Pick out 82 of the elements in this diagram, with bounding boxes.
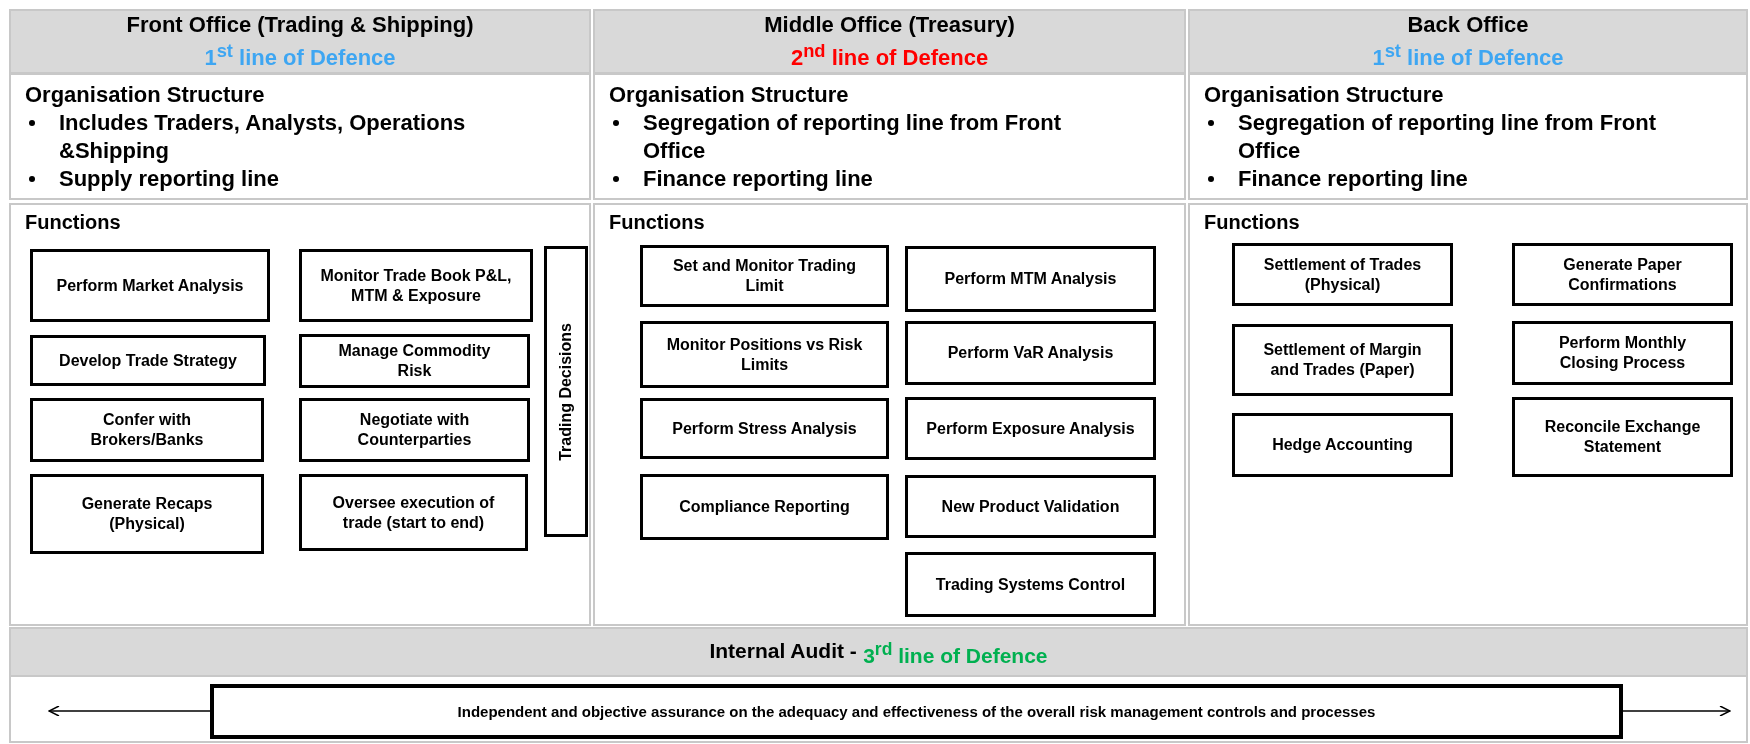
panel-heading: Functions [1204, 211, 1300, 234]
functions-panel [1188, 203, 1748, 626]
box-label: Perform Exposure Analysis [926, 418, 1135, 439]
function-box [30, 335, 266, 386]
box-label: Manage Commodity Risk [337, 341, 492, 381]
box-label: Oversee execution of trade (start to end) [331, 492, 496, 533]
bullet-text: Supply reporting line [59, 165, 279, 193]
functions-panel [593, 203, 1186, 626]
assurance-box [210, 684, 1623, 739]
function-box [640, 474, 889, 540]
box-label: Monitor Trade Book P&L, MTM & Exposure [320, 265, 512, 306]
function-box [905, 475, 1156, 538]
info-panel [1188, 73, 1748, 200]
info-panel [9, 73, 591, 200]
box-label: Generate Paper Confirmations [1562, 254, 1683, 295]
box-label: Perform Stress Analysis [672, 418, 857, 439]
box-label: Perform Market Analysis [56, 275, 244, 296]
box-label: Generate Recaps (Physical) [80, 494, 214, 534]
box-label: Perform VaR Analysis [947, 343, 1114, 363]
box-label: Reconcile Exchange Statement [1543, 417, 1702, 457]
function-box [544, 246, 588, 537]
arrow [48, 705, 211, 717]
function-box [1232, 324, 1453, 396]
function-box [1232, 413, 1453, 477]
function-box [640, 245, 889, 307]
bullet-text: Segregation of reporting line from Front Office [1238, 109, 1657, 165]
function-box [299, 249, 533, 322]
box-label: Settlement of Trades (Physical) [1262, 254, 1423, 295]
column-title: Back Office [1407, 11, 1529, 38]
function-box [299, 474, 528, 551]
bullet-text: Finance reporting line [643, 165, 873, 193]
bullet-text: Includes Traders, Analysts, Operations &Shipping [59, 109, 467, 165]
box-label: New Product Validation [941, 496, 1120, 517]
column-header [1188, 9, 1748, 74]
box-label: Monitor Positions vs Risk Limits [665, 334, 864, 375]
section-header [9, 627, 1748, 743]
panel-heading: Functions [609, 211, 705, 234]
column-title: Front Office (Trading & Shipping) [126, 11, 474, 38]
function-box [30, 474, 264, 554]
box-label: Compliance Reporting [679, 497, 850, 517]
arrow [1622, 705, 1731, 717]
functions-panel [9, 203, 591, 626]
box-label: Negotiate with Counterparties [356, 410, 473, 450]
column-title: Middle Office (Treasury) [764, 11, 1015, 38]
function-box [30, 249, 270, 322]
defence-line-label: 1$^{st}$ line of Defence [204, 38, 396, 72]
bullet-text: Segregation of reporting line from Front Office [643, 109, 1062, 165]
section-title: Internal Audit - [709, 639, 857, 663]
function-box [30, 398, 264, 462]
function-box [1232, 243, 1453, 306]
defence-line-label: 3$^{rd}$ line of Defence [863, 639, 1048, 668]
function-box [640, 398, 889, 459]
panel-heading: Organisation Structure [609, 81, 850, 109]
panel-heading: Organisation Structure [1204, 81, 1445, 109]
function-box [1512, 397, 1733, 477]
function-box [905, 246, 1156, 312]
box-label: Independent and objective assurance on the adequacy and effectiveness of the overall risk management controls and processes [457, 703, 1376, 720]
box-label: Perform Monthly Closing Process [1557, 333, 1688, 373]
function-box [640, 321, 889, 388]
box-label: Trading Decisions [557, 322, 575, 461]
function-box [299, 334, 530, 388]
defence-line-label: 1$^{st}$ line of Defence [1372, 38, 1564, 72]
defence-line-label: 2$^{nd}$ line of Defence [790, 38, 989, 72]
panel-heading: Functions [25, 211, 121, 234]
bullet-text: Finance reporting line [1238, 165, 1468, 193]
box-label: Develop Trade Strategy [59, 350, 237, 371]
function-box [1512, 321, 1733, 385]
info-panel [593, 73, 1186, 200]
function-box [905, 397, 1156, 460]
function-box [905, 552, 1156, 617]
box-label: Hedge Accounting [1272, 435, 1413, 455]
box-label: Settlement of Margin and Trades (Paper) [1262, 340, 1423, 380]
column-header [593, 9, 1186, 74]
box-label: Confer with Brokers/Banks [89, 410, 205, 450]
panel-heading: Organisation Structure [25, 81, 266, 109]
box-label: Set and Monitor Trading Limit [671, 256, 858, 296]
function-box [905, 321, 1156, 385]
box-label: Trading Systems Control [935, 574, 1126, 595]
column-header [9, 9, 591, 74]
box-label: Perform MTM Analysis [944, 269, 1117, 289]
function-box [299, 398, 530, 462]
function-box [1512, 243, 1733, 306]
